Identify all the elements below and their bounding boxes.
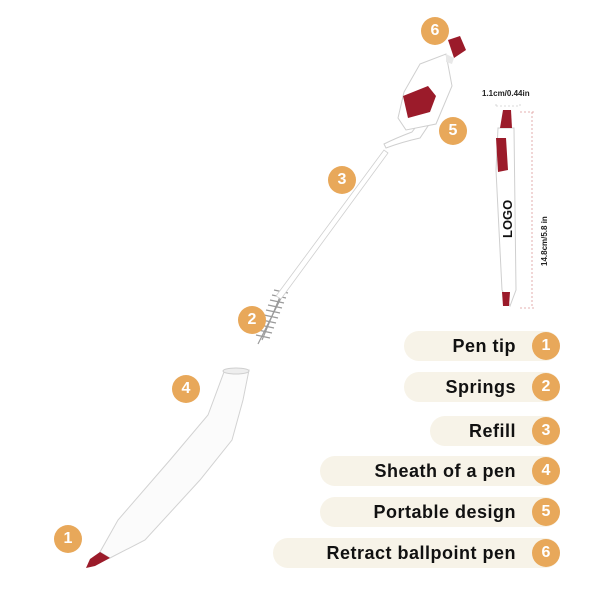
legend-item-springs: Springs 2 — [404, 372, 560, 402]
legend-badge: 5 — [532, 498, 560, 526]
legend-item-portable-design: Portable design 5 — [320, 497, 560, 527]
legend-label: Retract ballpoint pen — [326, 542, 516, 563]
legend-item-sheath: Sheath of a pen 4 — [320, 456, 560, 486]
pen-sheath — [86, 367, 250, 568]
length-dimension-label: 14.8cm/5.8 in — [540, 216, 549, 266]
pen-tip-red — [86, 552, 110, 568]
legend-badge: 1 — [532, 332, 560, 360]
pen-top-cap — [397, 36, 466, 131]
legend-label: Sheath of a pen — [374, 460, 516, 481]
callout-badge-2: 2 — [238, 306, 266, 334]
callout-badge-4: 4 — [172, 375, 200, 403]
legend-badge: 6 — [532, 539, 560, 567]
legend-label: Pen tip — [452, 335, 516, 356]
assembled-pen — [495, 110, 517, 308]
legend-label: Refill — [468, 420, 516, 441]
legend-item-refill: Refill 3 — [430, 416, 560, 446]
callout-badge-1: 1 — [54, 525, 82, 553]
callout-badge-6: 6 — [421, 17, 449, 45]
legend-badge: 3 — [532, 417, 560, 445]
plunger-red — [448, 36, 466, 58]
legend-badge: 4 — [532, 457, 560, 485]
callout-badge-3: 3 — [328, 166, 356, 194]
dimension-lines — [495, 104, 536, 309]
logo-placeholder: LOGO — [500, 199, 515, 238]
width-dimension-label: 1.1cm/0.44in — [482, 89, 530, 98]
legend-badge: 2 — [532, 373, 560, 401]
pen-refill — [275, 149, 389, 300]
legend-label: Springs — [445, 376, 516, 397]
legend-item-retract-ballpoint: Retract ballpoint pen 6 — [273, 538, 560, 568]
legend-label: Portable design — [373, 501, 516, 522]
callout-badge-5: 5 — [439, 117, 467, 145]
legend-item-pen-tip: Pen tip 1 — [404, 331, 560, 361]
